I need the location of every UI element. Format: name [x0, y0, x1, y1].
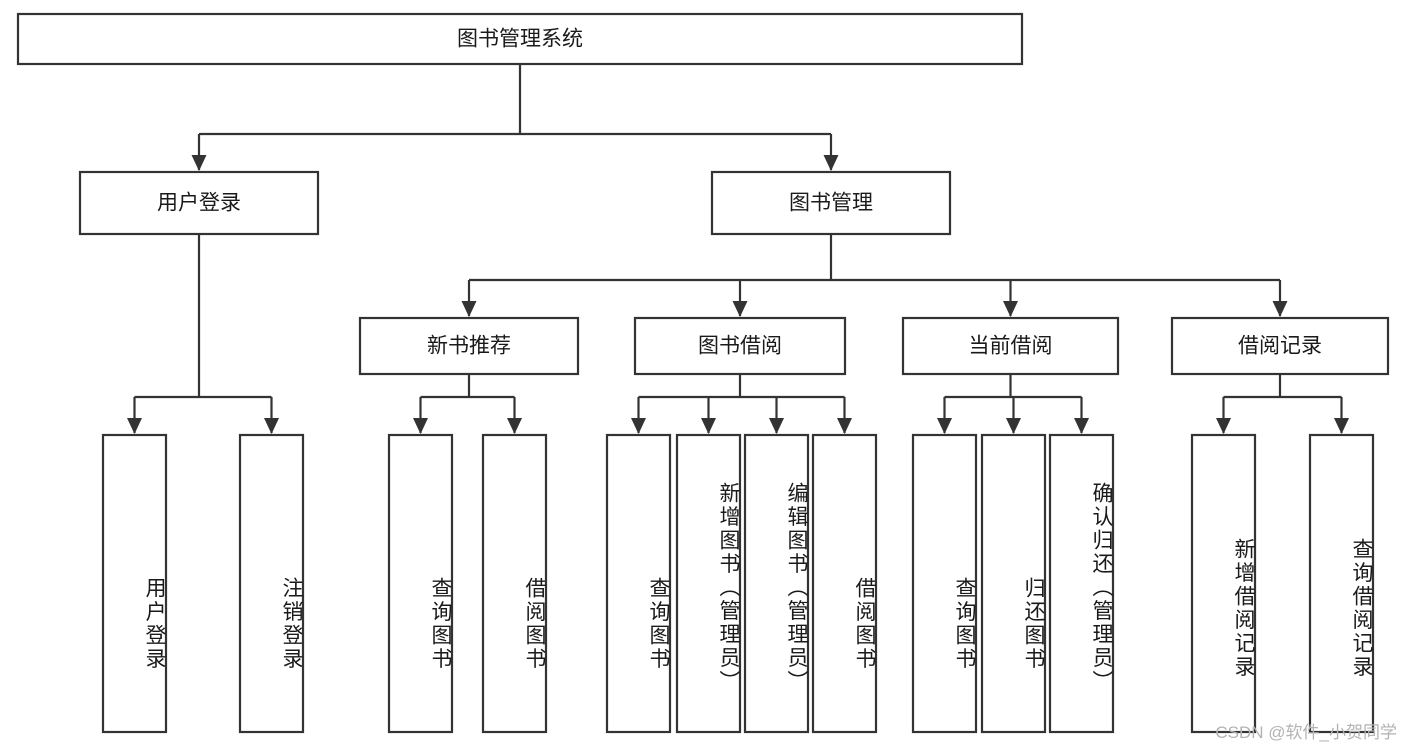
arrow-head-book-manage — [823, 155, 839, 171]
node-label-root: 图书管理系统 — [457, 28, 583, 51]
arrow-head-current-borrow — [1003, 301, 1018, 317]
node-box-leaf-add-book-admin — [675, 433, 742, 734]
node-label-book-borrow: 图书借阅 — [698, 335, 782, 358]
arrow-head-leaf-query-borrow-record — [1334, 418, 1349, 434]
box-layer — [16, 12, 1390, 734]
arrow-head-leaf-query-book-3 — [937, 418, 952, 434]
node-box-book-manage — [710, 170, 952, 236]
node-box-leaf-confirm-return-admin — [1048, 433, 1115, 734]
arrow-head-leaf-query-book-2 — [631, 418, 646, 434]
node-label-user-login: 用户登录 — [157, 192, 241, 215]
arrow-head-borrow-record — [1272, 301, 1288, 317]
arrow-head-leaf-query-book-1 — [413, 418, 428, 434]
arrow-head-leaf-edit-book-admin — [769, 418, 784, 434]
arrow-head-leaf-logout — [264, 418, 279, 434]
arrow-head-leaf-borrow-book-1 — [507, 418, 522, 434]
node-box-root — [16, 12, 1024, 66]
node-box-new-book-recommend — [358, 316, 580, 376]
node-box-current-borrow — [901, 316, 1120, 376]
node-box-book-borrow — [633, 316, 847, 376]
arrow-head-new-book-recommend — [461, 301, 477, 317]
node-label-borrow-record: 借阅记录 — [1238, 335, 1322, 358]
node-box-leaf-query-book-3 — [911, 433, 978, 734]
arrow-head-leaf-user-login — [127, 418, 142, 434]
arrow-head-leaf-add-borrow-record — [1216, 418, 1231, 434]
node-box-leaf-user-login — [101, 433, 168, 734]
arrow-head-user-login — [191, 155, 207, 171]
arrow-head-leaf-add-book-admin — [701, 418, 716, 434]
node-box-leaf-borrow-book-1 — [481, 433, 548, 734]
node-box-user-login — [78, 170, 320, 236]
node-box-leaf-add-borrow-record — [1190, 433, 1257, 734]
node-label-new-book-recommend: 新书推荐 — [427, 335, 511, 358]
csdn-watermark: CSDN @软件_小贺同学 — [1215, 723, 1397, 742]
node-box-leaf-borrow-book-2 — [811, 433, 878, 734]
node-box-leaf-logout — [238, 433, 305, 734]
node-box-leaf-return-book — [980, 433, 1047, 734]
node-box-leaf-query-book-1 — [387, 433, 454, 734]
node-label-book-manage: 图书管理 — [789, 192, 873, 215]
node-box-leaf-edit-book-admin — [743, 433, 810, 734]
arrow-head-leaf-borrow-book-2 — [837, 418, 852, 434]
arrow-head-leaf-confirm-return-admin — [1074, 418, 1089, 434]
node-box-leaf-query-borrow-record — [1308, 433, 1375, 734]
node-box-leaf-query-book-2 — [605, 433, 672, 734]
node-label-current-borrow: 当前借阅 — [969, 335, 1053, 358]
node-box-borrow-record — [1170, 316, 1390, 376]
arrow-head-leaf-return-book — [1006, 418, 1021, 434]
arrow-head-book-borrow — [732, 301, 748, 317]
connector-layer — [127, 64, 1349, 434]
